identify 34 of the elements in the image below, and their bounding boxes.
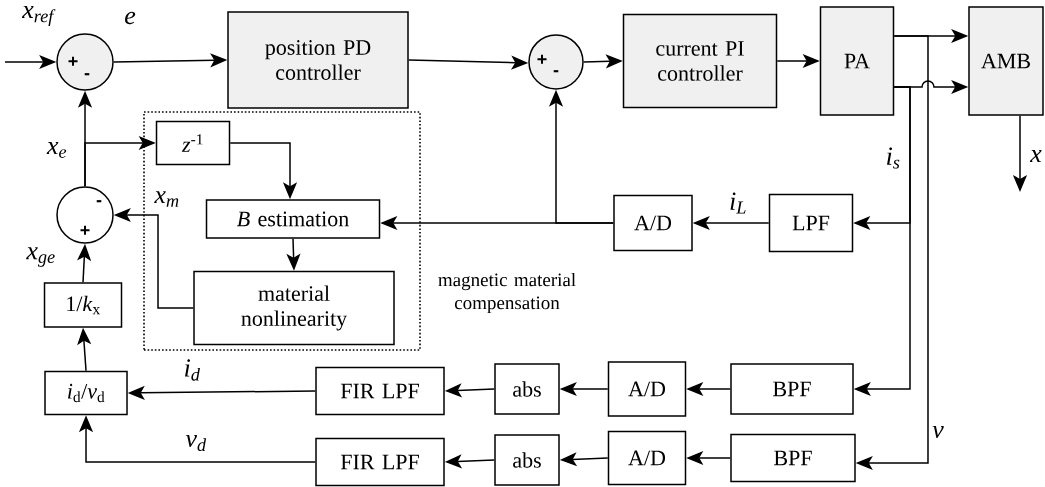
block-box: AMB	[968, 6, 1044, 116]
edge-label: v$_{d}$	[185, 434, 207, 452]
edge-label: i$_{L}$	[730, 192, 746, 214]
block-box: PA	[819, 6, 895, 116]
block-box: abs	[494, 363, 560, 415]
block-box: abs	[494, 434, 560, 486]
edge-label: x$_{ref}$	[21, 5, 56, 26]
summing-junction: - +	[56, 186, 114, 244]
block-box: i$_{d}$/v$_{d}$	[44, 370, 128, 416]
block-box: LPF	[768, 193, 854, 253]
edge-label: i$_{d}$	[185, 359, 200, 381]
edge-label: e	[125, 11, 136, 25]
block-box: BPF	[730, 363, 854, 415]
block-box: A/D	[613, 194, 693, 252]
edge-label: i$_{s}$	[887, 147, 900, 169]
block-box: A/D	[607, 361, 687, 417]
block-box: 1/k$_{x}$	[43, 282, 123, 328]
block-box: current PI controller	[622, 13, 778, 109]
edge-label: x$_{e}$	[46, 142, 67, 158]
summing-junction: + -	[528, 34, 584, 90]
block-box: FIR LPF	[315, 366, 445, 416]
edge-label: x$_{m}$	[154, 191, 179, 207]
block-box: z$^{-1}$	[155, 120, 231, 166]
edge-label: x$_{ge}$	[26, 247, 55, 267]
block-box: B estimation	[205, 199, 381, 239]
edge-label: v	[932, 425, 944, 439]
block-box: FIR LPF	[315, 437, 445, 487]
block-box: BPF	[730, 433, 856, 483]
edge-label: x	[1029, 150, 1042, 162]
block-box: material nonlinearity	[193, 270, 395, 346]
block-box: A/D	[607, 430, 687, 486]
block-box: position PD controller	[227, 11, 409, 109]
group-label: magnetic material compensation	[438, 272, 576, 314]
summing-junction: + -	[56, 33, 114, 91]
